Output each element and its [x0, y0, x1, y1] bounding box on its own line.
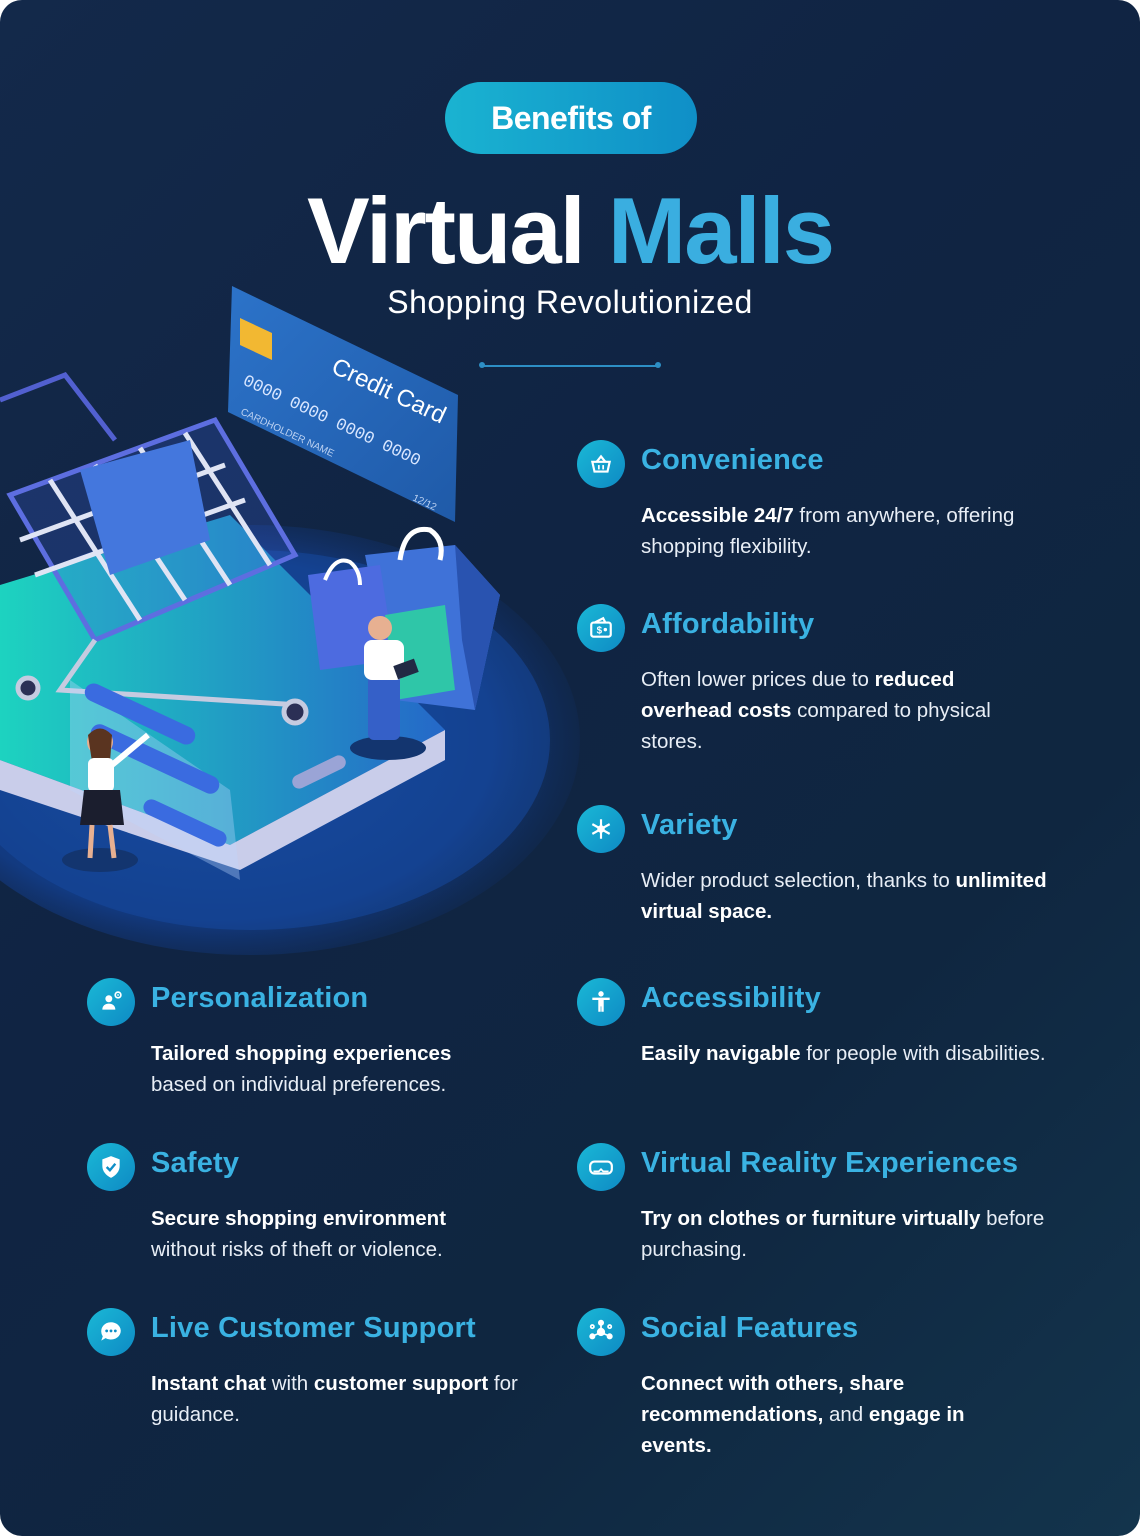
- chat-headset-icon: [87, 1308, 135, 1356]
- glass-ui-panel: [70, 680, 240, 880]
- credit-card-graphic: Credit Card 0000 0000 0000 0000 CARDHOLD…: [228, 286, 458, 522]
- title-divider: [479, 362, 661, 368]
- vr-headset-icon: [577, 1143, 625, 1191]
- affordability-description: Often lower prices due to reduced overhe…: [641, 668, 991, 753]
- vr-description: Try on clothes or furniture virtually be…: [641, 1207, 1045, 1261]
- wallet-dollar-icon: $: [577, 604, 625, 652]
- svg-text:$: $: [597, 625, 603, 636]
- page-subtitle: Shopping Revolutionized: [387, 284, 753, 320]
- benefits-of-badge: Benefits of: [445, 82, 697, 154]
- accessibility-description: Easily navigable for people with disabil…: [641, 1042, 1046, 1065]
- accessibility-title: Accessibility: [641, 982, 821, 1014]
- social-title: Social Features: [641, 1312, 859, 1344]
- support-title: Live Customer Support: [151, 1312, 476, 1344]
- man-figure: [350, 616, 426, 760]
- basket-icon: [577, 440, 625, 488]
- user-gear-icon: [87, 978, 135, 1026]
- vr-title: Virtual Reality Experiences: [641, 1147, 1019, 1179]
- title-malls: Malls: [607, 178, 835, 283]
- safety-description: Secure shopping environment without risk…: [151, 1207, 447, 1261]
- shopping-illustration: Credit Card 0000 0000 0000 0000 CARDHOLD…: [0, 286, 580, 955]
- title-virtual: Virtual: [306, 178, 586, 283]
- snowflake-icon: [577, 805, 625, 853]
- variety-description: Wider product selection, thanks to unlim…: [641, 869, 1047, 923]
- accessibility-person-icon: [577, 978, 625, 1026]
- variety-title: Variety: [641, 809, 738, 841]
- convenience-description: Accessible 24/7 from anywhere, offering …: [641, 504, 1015, 558]
- network-people-icon: [577, 1308, 625, 1356]
- shopping-cart: [0, 371, 309, 726]
- personalization-title: Personalization: [151, 982, 369, 1014]
- shield-check-icon: [87, 1143, 135, 1191]
- personalization-description: Tailored shopping experiences based on i…: [151, 1042, 452, 1096]
- social-description: Connect with others, share recommendatio…: [641, 1372, 965, 1457]
- support-description: Instant chat with customer support for g…: [151, 1372, 518, 1426]
- woman-figure: [62, 728, 150, 872]
- convenience-title: Convenience: [641, 444, 824, 476]
- safety-title: Safety: [151, 1147, 240, 1179]
- affordability-title: Affordability: [641, 608, 815, 640]
- page-title: Virtual Malls: [0, 176, 1140, 286]
